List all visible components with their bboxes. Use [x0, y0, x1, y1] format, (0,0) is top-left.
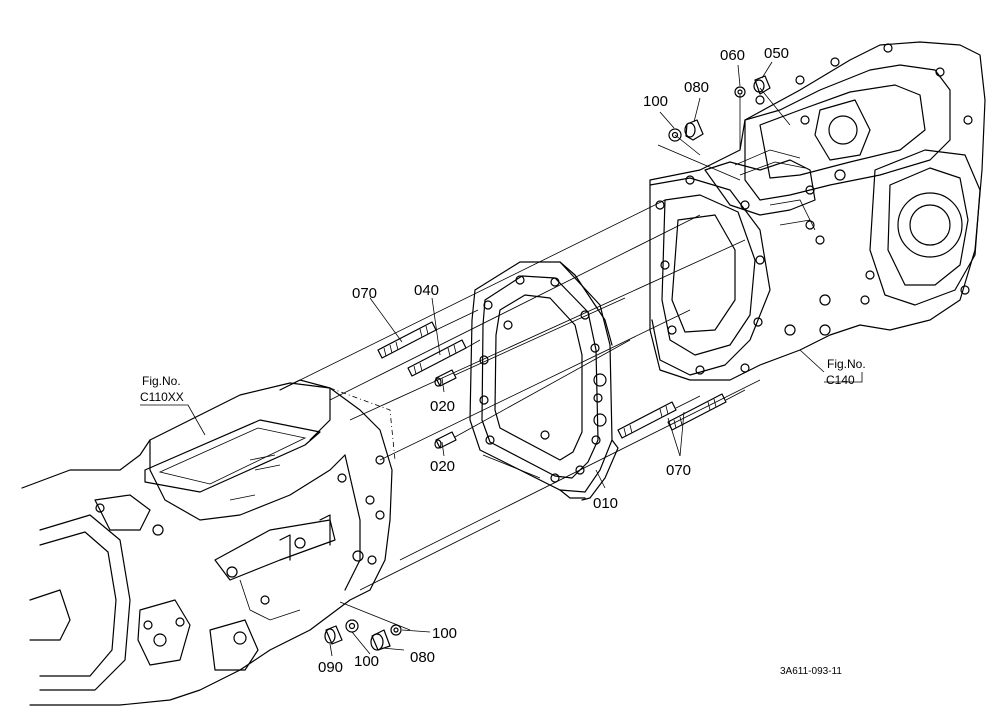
- callout-020-lower: 020: [430, 458, 455, 475]
- callout-040: 040: [414, 282, 439, 299]
- upper-fasteners: [668, 75, 771, 142]
- figref-left-line1: Fig.No.: [142, 374, 181, 388]
- callout-050: 050: [764, 45, 789, 62]
- dowel-pins: [434, 369, 457, 449]
- callout-020-upper: 020: [430, 398, 455, 415]
- alignment-lines: [289, 87, 791, 631]
- callout-080-lower: 080: [410, 649, 435, 666]
- callout-010: 010: [593, 495, 618, 512]
- callout-labels: 070 040 020 020 010 070 100 080 060 050 …: [318, 45, 789, 676]
- callout-100-lower-right: 100: [432, 625, 457, 642]
- right-transmission-case: [649, 41, 986, 381]
- figref-right-line1: Fig.No.: [827, 357, 866, 371]
- callout-leaders: [140, 61, 863, 657]
- callout-090: 090: [318, 659, 343, 676]
- callout-070-right: 070: [666, 462, 691, 479]
- callout-070-left: 070: [352, 285, 377, 302]
- callout-080-upper: 080: [684, 79, 709, 96]
- figref-left-line2: C110XX: [140, 390, 184, 404]
- callout-060: 060: [720, 47, 745, 64]
- figure-references: Fig.No. C110XX Fig.No. C140: [140, 357, 866, 404]
- drawing-id: 3A611-093-11: [780, 666, 842, 677]
- callout-100-upper: 100: [643, 93, 668, 110]
- figref-right-line2: C140: [826, 373, 855, 387]
- callout-100-lower-left: 100: [354, 653, 379, 670]
- left-transmission-case: [21, 379, 396, 706]
- spacer-plate-010: [469, 261, 619, 501]
